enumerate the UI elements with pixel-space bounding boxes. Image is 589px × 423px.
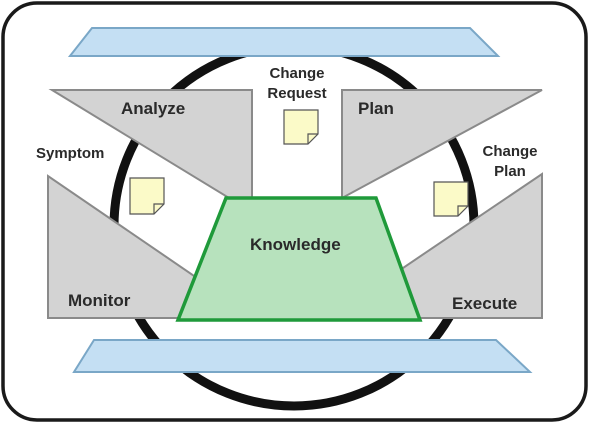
- sticky-note-icon: [129, 177, 165, 215]
- sticky-note-icon: [283, 109, 319, 145]
- knowledge-label: Knowledge: [250, 235, 341, 254]
- plan-triangle: [341, 89, 543, 200]
- sticky-note-icon: [433, 181, 469, 217]
- monitor-label: Monitor: [68, 291, 131, 310]
- symptom-label: Symptom: [36, 145, 105, 162]
- change-plan-label: Change Plan: [482, 143, 538, 180]
- top-interface-bar: [67, 27, 501, 57]
- analyze-triangle: [48, 89, 253, 214]
- analyze-label: Analyze: [121, 99, 186, 118]
- bottom-interface-bar: [72, 339, 533, 373]
- change-request-label: Change Request: [267, 65, 327, 102]
- plan-label: Plan: [358, 99, 394, 118]
- knowledge-trapezoid: [175, 196, 423, 322]
- execute-label: Execute: [452, 294, 518, 313]
